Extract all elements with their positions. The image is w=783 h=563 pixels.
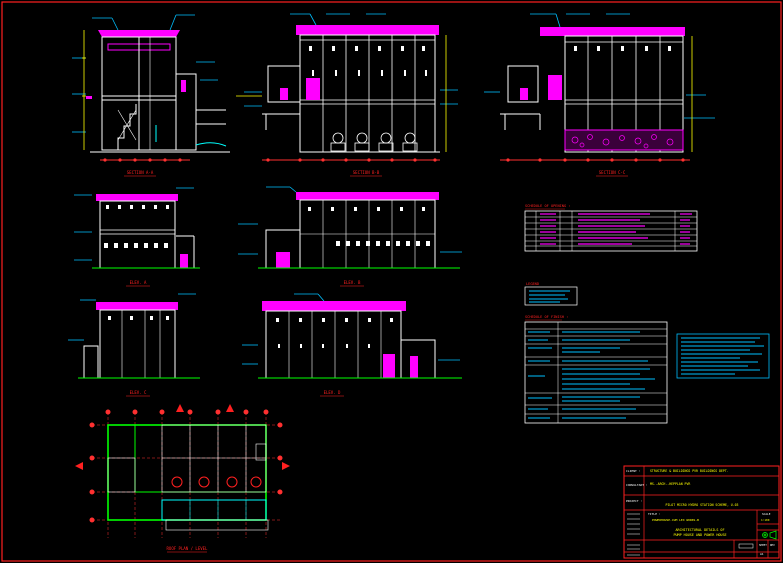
floor-plan: ROOF PLAN / LEVEL: [75, 404, 290, 553]
section-b-b: SECTION B-B: [236, 13, 458, 177]
general-notes-box: [676, 333, 770, 379]
schedule-of-finish-table: SCHEDULE OF FINISH :: [524, 315, 668, 424]
elevation-a: ELEV. A: [74, 187, 200, 287]
title-block: CLIENT : STRUCTURE & BUILDINGS PVR BUILD…: [623, 465, 780, 559]
label-section-a-a: SECTION A-A: [127, 170, 154, 175]
svg-text:SCHEDULE OF FINISH :: SCHEDULE OF FINISH :: [525, 315, 568, 319]
label-elevation-a: ELEV. A: [130, 280, 147, 285]
label-floor-plan: ROOF PLAN / LEVEL: [167, 546, 209, 551]
schedule-of-opening-table: SCHEDULE OF OPENING :: [524, 204, 698, 252]
title-subtitle: POWERHOUSE-CUM LEX WORKS-B: [652, 518, 699, 522]
project-name: PILOT MICRO HYDRO STATION SCHEME, U-03: [666, 503, 739, 507]
consultant-name: MS.-ARCH.-HEPPLAN PVR: [650, 482, 690, 486]
client-name: STRUCTURE & BUILDINGS PVR BUILDINGS DEPT…: [650, 469, 729, 473]
elevation-c: ELEV. C: [68, 293, 200, 397]
projection-symbol-icon: [762, 530, 777, 540]
sheet-label: SHEET: [759, 543, 767, 547]
scale-label: SCALE: [762, 512, 771, 516]
rev-label: REV: [770, 543, 775, 547]
section-c-c: SECTION C-C: [484, 13, 715, 177]
sheet-number: A1: [760, 552, 764, 556]
svg-text:LEGEND: LEGEND: [526, 282, 539, 286]
title-line-2: PUMP HOUSE AND POWER HOUSE: [673, 533, 726, 537]
title-line-1: ARCHITECTURAL DETAILS OF: [676, 528, 725, 532]
consultant-label: CONSULTANT :: [626, 483, 648, 487]
title-label: TITLE :: [648, 512, 661, 516]
label-elevation-b: ELEV. B: [344, 280, 361, 285]
label-section-b-b: SECTION B-B: [353, 170, 380, 175]
scale-value: 1:100: [761, 518, 770, 522]
section-a-a: SECTION A-A: [72, 14, 230, 177]
legend-box: LEGEND: [524, 282, 578, 306]
project-label: PROJECT :: [626, 499, 642, 503]
label-elevation-c: ELEV. C: [130, 390, 147, 395]
elevation-d: ELEV. D: [242, 293, 462, 397]
label-elevation-d: ELEV. D: [324, 390, 341, 395]
svg-text:SCHEDULE OF OPENING :: SCHEDULE OF OPENING :: [525, 204, 570, 208]
elevation-b: ELEV. B: [238, 186, 462, 287]
label-section-c-c: SECTION C-C: [599, 170, 626, 175]
client-label: CLIENT :: [626, 469, 641, 473]
